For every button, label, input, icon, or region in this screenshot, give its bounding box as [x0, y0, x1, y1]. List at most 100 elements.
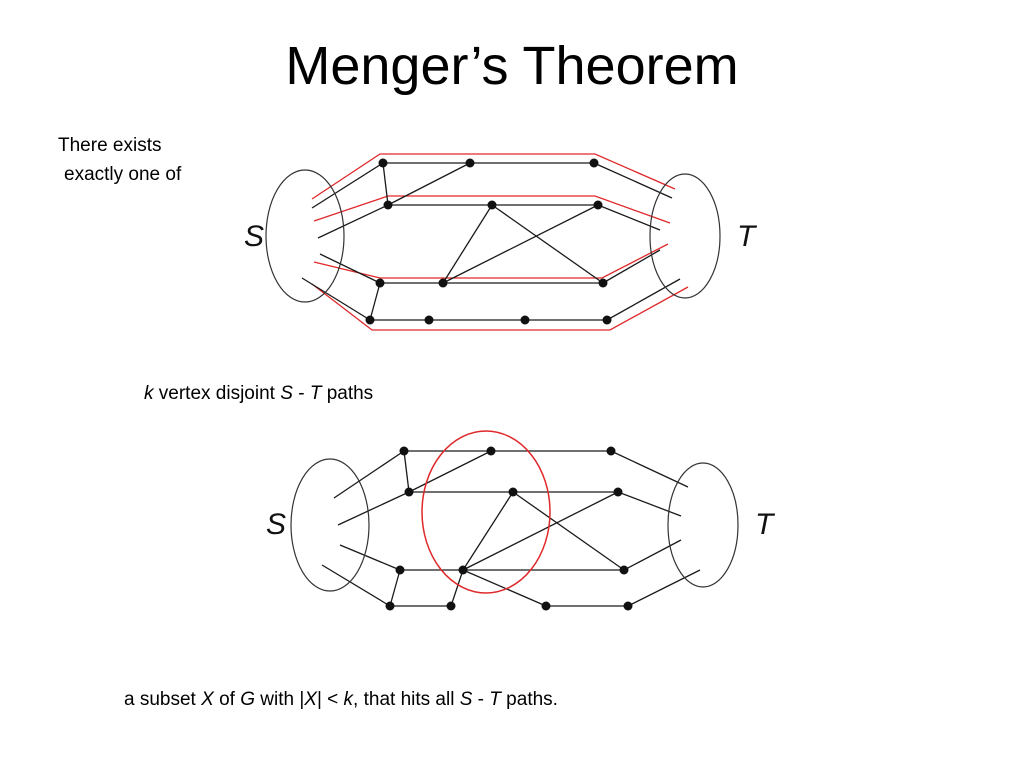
- caption-disjoint-paths: k vertex disjoint S - T paths: [144, 382, 373, 406]
- caption-text: | <: [316, 689, 344, 710]
- edge: [597, 204, 661, 231]
- edge: [512, 491, 625, 571]
- set-t-label: T: [755, 508, 776, 541]
- disjoint-paths-highlight: [311, 153, 689, 331]
- vertex: [365, 315, 375, 325]
- highlight-path-4: [311, 283, 689, 331]
- vertex: [438, 278, 448, 288]
- slide-title: Menger’s Theorem: [285, 36, 739, 96]
- caption-text: with |: [254, 689, 305, 710]
- caption-t: T: [489, 689, 501, 710]
- edge: [623, 539, 682, 571]
- vertex: [465, 158, 475, 168]
- edge: [339, 544, 401, 571]
- edge: [462, 569, 547, 607]
- bottom-graph-edges: [321, 450, 701, 607]
- vertex: [404, 487, 414, 497]
- edge: [450, 569, 464, 607]
- edge: [369, 282, 381, 321]
- vertex: [399, 446, 409, 456]
- edge: [382, 162, 389, 206]
- set-t-label: T: [737, 220, 758, 253]
- vertex: [541, 601, 551, 611]
- set-s-ellipse: [265, 169, 345, 303]
- set-s-ellipse: [290, 458, 370, 592]
- caption-t: T: [309, 383, 322, 404]
- caption-g: G: [240, 689, 255, 710]
- edge: [593, 162, 673, 199]
- caption-s: S: [459, 689, 473, 710]
- edge: [333, 450, 405, 499]
- edge: [606, 278, 681, 321]
- vertex: [385, 601, 395, 611]
- caption-text: paths.: [500, 689, 558, 710]
- caption-x: X: [201, 689, 214, 710]
- caption-text: a subset: [124, 689, 202, 710]
- highlight-path-3: [313, 243, 669, 279]
- caption-text: vertex disjoint: [153, 383, 281, 404]
- edge: [617, 491, 682, 517]
- top-graph-edges: [301, 162, 681, 321]
- caption-text: -: [472, 689, 490, 710]
- edge: [610, 450, 689, 488]
- vertex: [589, 158, 599, 168]
- edge: [442, 204, 599, 284]
- edge: [442, 204, 493, 284]
- caption-text: of: [213, 689, 241, 710]
- bottom-graph-vertices: [385, 446, 633, 611]
- vertex: [395, 565, 405, 575]
- intro-text: There exists exactly one of: [58, 131, 181, 189]
- intro-line-1: There exists: [58, 135, 162, 156]
- vertex: [375, 278, 385, 288]
- edge: [462, 491, 514, 571]
- caption-text: , that hits all: [353, 689, 460, 710]
- edge: [387, 162, 471, 206]
- vertex: [619, 565, 629, 575]
- edge: [627, 569, 701, 607]
- edge: [602, 249, 661, 284]
- set-t-ellipse: [649, 173, 721, 299]
- edge: [491, 204, 604, 284]
- caption-k: k: [144, 383, 154, 404]
- vertex: [598, 278, 608, 288]
- caption-text: -: [292, 383, 310, 404]
- vertex: [613, 487, 623, 497]
- set-s-label: S: [266, 508, 286, 541]
- vertex: [508, 487, 518, 497]
- vertex: [378, 158, 388, 168]
- vertex: [606, 446, 616, 456]
- vertex: [487, 200, 497, 210]
- intro-line-2: exactly one of: [64, 164, 182, 185]
- vertex: [593, 200, 603, 210]
- edge: [311, 162, 384, 209]
- edge: [321, 564, 391, 607]
- edge: [403, 450, 410, 493]
- caption-k: k: [343, 689, 354, 710]
- vertex: [424, 315, 434, 325]
- vertex: [623, 601, 633, 611]
- edge: [337, 491, 410, 526]
- vertex: [520, 315, 530, 325]
- caption-text: paths: [321, 383, 374, 404]
- caption-separating-set: a subset X of G with |X| < k, that hits …: [124, 688, 558, 712]
- highlight-path-1: [311, 153, 676, 200]
- vertex: [486, 446, 496, 456]
- caption-s: S: [280, 383, 293, 404]
- edge: [462, 491, 619, 571]
- separator-x-ellipse: [421, 430, 551, 594]
- vertex: [383, 200, 393, 210]
- edge: [317, 204, 389, 239]
- vertex: [602, 315, 612, 325]
- set-s-label: S: [244, 220, 264, 253]
- edge: [389, 569, 401, 607]
- edge: [301, 277, 371, 321]
- edge: [408, 450, 492, 493]
- edge: [319, 253, 381, 284]
- caption-x: X: [304, 689, 317, 710]
- vertex: [446, 601, 456, 611]
- set-t-ellipse: [667, 462, 739, 588]
- vertex: [458, 565, 468, 575]
- highlight-path-2: [313, 195, 671, 224]
